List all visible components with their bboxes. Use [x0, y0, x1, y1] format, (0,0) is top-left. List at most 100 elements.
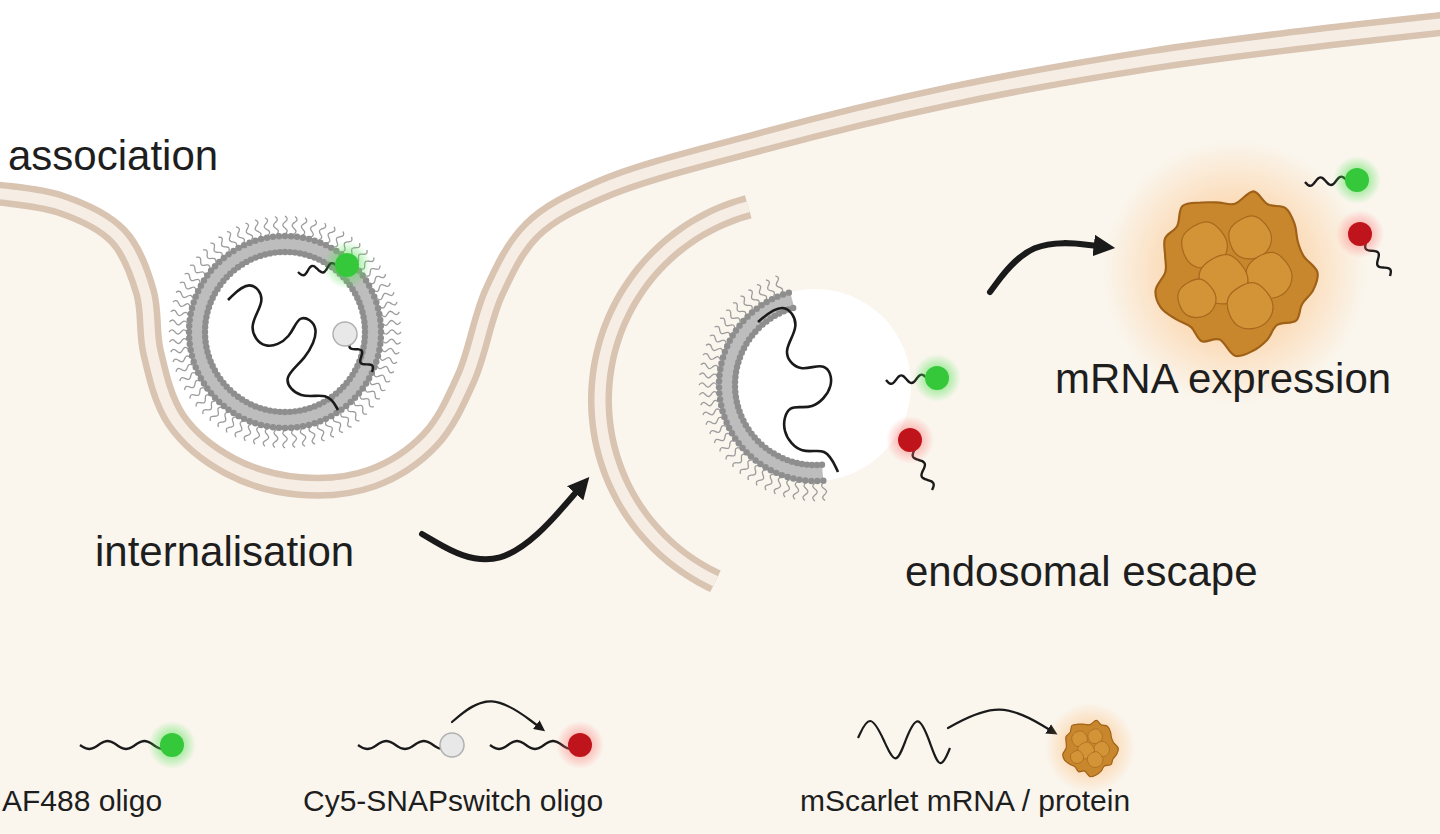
peg-chain [715, 326, 731, 336]
protein-body [1155, 191, 1317, 356]
peg-chain [382, 348, 400, 353]
lipid-head [195, 370, 201, 376]
peg-chain [210, 243, 222, 257]
peg-chain [775, 276, 782, 293]
lipid-head [721, 414, 727, 420]
lipid-head [378, 335, 384, 341]
lipid-head [722, 349, 728, 355]
peg-chain [348, 407, 360, 421]
process-arrow [990, 243, 1098, 292]
lipid-head [378, 323, 384, 329]
legend-label: Cy5-SNAPswitch oligo [303, 784, 603, 819]
lipid-bilayer [187, 234, 383, 430]
lipid-head [186, 335, 192, 341]
lipid-head [258, 236, 264, 242]
peg-chain [218, 237, 229, 252]
legend-label: AF488 oligo [2, 784, 162, 819]
lipid-head [306, 422, 312, 428]
oligo-symbol [490, 721, 604, 769]
quenched-dye [333, 322, 357, 346]
peg-chain [317, 424, 324, 441]
peg-chain [699, 392, 717, 397]
lipid-head [376, 347, 382, 353]
peg-chain [383, 330, 401, 334]
peg-chain [292, 216, 297, 234]
lipid-head [376, 311, 382, 317]
lipid-head [188, 311, 194, 317]
step-label: association [8, 132, 218, 180]
cy5-dye [568, 733, 592, 757]
lipid-head [779, 472, 785, 478]
peg-chain [360, 395, 374, 407]
lipid-head [723, 419, 729, 425]
lipid-head [276, 233, 282, 239]
af488-dye [335, 253, 359, 277]
process-arrow [422, 490, 578, 559]
lipid-head [378, 329, 384, 335]
peg-chain [263, 429, 268, 447]
lipid-head [252, 420, 258, 426]
lipid-head [241, 242, 247, 248]
peg-chain [283, 430, 287, 448]
peg-chain [273, 430, 278, 448]
lipid-head [288, 425, 294, 431]
peg-chain [180, 282, 196, 290]
peg-chain [310, 220, 316, 237]
peg-chain [255, 220, 261, 237]
lipid-head [820, 477, 826, 483]
lipid-head [190, 358, 196, 364]
peg-chain [370, 381, 386, 391]
peg-chain [382, 311, 400, 316]
af488-dye [925, 366, 949, 390]
process-arrow [452, 701, 538, 726]
mrna-strand [228, 285, 338, 410]
oligo-symbol [1336, 210, 1391, 276]
lipid-head [724, 343, 730, 349]
lipid-head [377, 317, 383, 323]
peg-chain [185, 380, 201, 390]
lipid-head [718, 402, 724, 408]
peg-chain [803, 483, 808, 501]
lipid-head [189, 353, 195, 359]
lipid-head [774, 293, 780, 299]
lipid-head [375, 353, 381, 359]
lipid-head [193, 364, 199, 370]
peg-chain [377, 292, 394, 299]
peg-chain [365, 388, 380, 399]
cytoplasm [0, 22, 1440, 834]
af488-dye [1345, 168, 1369, 192]
lipid-head [373, 299, 379, 305]
mrna-strand [758, 308, 838, 472]
lipid-head [796, 477, 802, 483]
lipid-head [311, 237, 317, 243]
peg-chain [218, 412, 229, 427]
peg-chain [706, 417, 723, 424]
peg-chain [720, 441, 735, 452]
lipid-head [784, 474, 790, 480]
peg-chain [176, 291, 193, 298]
peg-chain [169, 330, 187, 334]
peg-chain [341, 412, 352, 427]
lipid-bilayer [717, 290, 824, 483]
lipid-head [716, 372, 722, 378]
peg-chain [374, 283, 390, 291]
af488-dye [160, 733, 184, 757]
peg-chain [710, 335, 726, 343]
peg-chain [383, 320, 401, 325]
peg-chain [244, 424, 251, 441]
peg-chain [245, 223, 252, 240]
peg-chain [333, 417, 343, 433]
lipid-head [718, 360, 724, 366]
lipid-head [311, 420, 317, 426]
oligo-symbol [358, 733, 464, 757]
peg-chain [710, 426, 726, 434]
oligo-symbol [886, 354, 961, 402]
lipid-head [288, 233, 294, 239]
lipid-head [317, 240, 323, 246]
oligo-symbol [80, 721, 196, 769]
plasma-membrane [0, 22, 1440, 487]
peg-chain [766, 280, 774, 296]
lipid-head [276, 425, 282, 431]
